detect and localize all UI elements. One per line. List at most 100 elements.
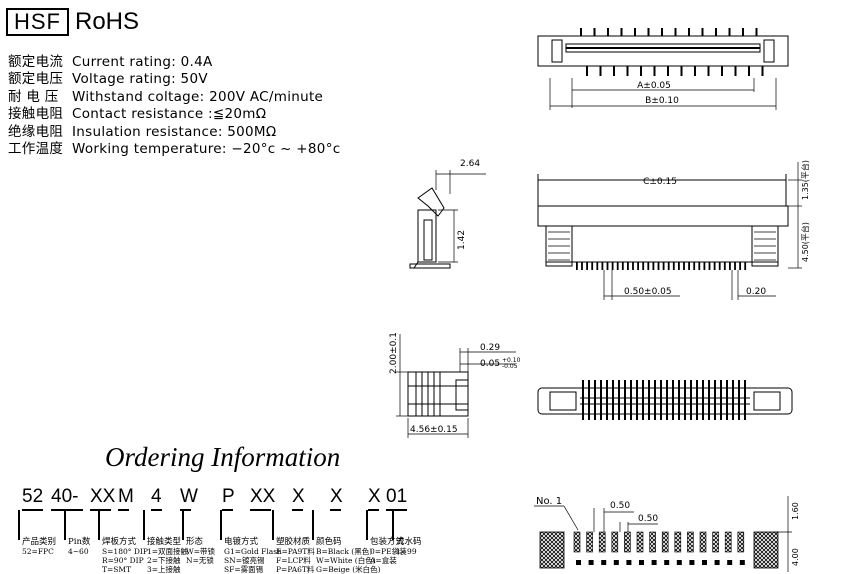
part-underline — [222, 509, 233, 511]
dim-side-height: 1.42 — [457, 230, 467, 250]
pin-front — [734, 262, 736, 270]
pad-small — [651, 560, 657, 565]
pad — [649, 531, 656, 553]
part-underline — [151, 509, 162, 511]
part-code: 01 — [386, 486, 408, 507]
leader-line — [272, 510, 274, 540]
pin-bottom — [680, 66, 683, 76]
leader-line — [312, 510, 314, 540]
pin-bottom-view — [648, 380, 650, 420]
pin-top — [701, 28, 704, 36]
pad — [598, 531, 606, 553]
pin-front — [723, 262, 726, 270]
pin-front — [652, 262, 655, 270]
pin-front — [683, 262, 685, 270]
pin-front — [739, 262, 741, 270]
leader-line — [143, 510, 145, 540]
legend-line: SF=雾面锡 — [224, 565, 264, 574]
legend-heading: 塑胶材质 — [276, 537, 311, 547]
pin-front — [586, 262, 588, 270]
pin-top — [755, 28, 758, 36]
front-view-drawing: C±0.15 1.35(平台) 4.50(平台) 0.50±0.05 0.20 — [537, 160, 810, 300]
pin-bottom — [734, 66, 737, 76]
legend-line: 2=下接触 — [147, 556, 181, 565]
part-underline — [51, 509, 83, 511]
pad — [674, 531, 682, 553]
pin-front — [611, 262, 614, 270]
pin-bottom-view — [744, 380, 746, 420]
pin-front — [601, 262, 604, 270]
part-underline — [386, 509, 407, 511]
leader-line — [366, 510, 368, 540]
legend-line: W=带锁 — [186, 547, 215, 556]
pad-small — [702, 560, 707, 565]
legend-heading: 产品类别 — [22, 537, 57, 547]
pin-bottom — [748, 66, 750, 76]
legend-line: R=90° DIP — [102, 556, 144, 565]
dim-pitch: 0.50±0.05 — [624, 287, 672, 297]
pad-small — [714, 560, 720, 565]
pin-front — [729, 262, 731, 270]
pin-front — [667, 262, 670, 270]
pad-small — [626, 560, 632, 565]
dim-side2-width: 4.56±0.15 — [410, 425, 458, 435]
pad-layout-drawing: No. 1 0.50 0.50 1.60 4.00 — [534, 496, 800, 572]
pin-front — [642, 262, 645, 270]
pin-bottom — [667, 66, 669, 76]
dim-side2-t1: 0.29 — [480, 343, 500, 353]
legend-line: B=Black (黑色) — [316, 547, 373, 556]
leader-line — [18, 510, 20, 540]
pin-top — [742, 28, 744, 36]
legend-line: G=Beige (米白色) — [316, 565, 381, 574]
pad — [687, 531, 694, 553]
pin-bottom-view — [612, 380, 614, 420]
pad-no1-label: No. 1 — [536, 496, 562, 507]
dim-c: C±0.15 — [643, 177, 677, 187]
legend-line: 4~60 — [68, 547, 89, 556]
pin-bottom-view — [726, 380, 728, 420]
pin-bottom — [626, 66, 629, 76]
pad-small — [676, 560, 682, 565]
legend-heading: 形态 — [186, 537, 204, 547]
part-code: 52 — [22, 486, 44, 507]
pin-front — [718, 262, 721, 270]
dim-a: A±0.05 — [637, 81, 671, 91]
pin-bottom — [586, 66, 588, 76]
legend-line: 0=PE袋装 — [370, 547, 407, 556]
leader-line — [182, 510, 184, 540]
pin-top — [634, 28, 636, 36]
legend-line: 3=上接触 — [147, 565, 181, 574]
bottom-view-drawing — [537, 380, 793, 420]
pad — [624, 531, 631, 553]
dim-side-top: 2.64 — [460, 159, 480, 169]
legend-line: N=无锁 — [186, 556, 214, 565]
pin-top — [688, 28, 690, 36]
pin-front — [744, 262, 747, 270]
pin-bottom-view — [654, 380, 656, 420]
pin-front — [606, 262, 609, 270]
pad-small — [664, 560, 670, 565]
pin-top — [715, 28, 717, 36]
pin-bottom — [613, 66, 615, 76]
pin-bottom — [653, 66, 656, 76]
part-code: 4 — [151, 486, 162, 507]
pin-bottom-view — [690, 380, 692, 420]
pin-front — [698, 262, 701, 270]
pin-front — [581, 262, 583, 270]
legend-line: E=PA9T料 — [276, 547, 315, 556]
pin-top — [593, 28, 596, 36]
legend-line: 52=FPC — [22, 547, 54, 556]
brand-header: HSF RoHS — [6, 8, 139, 36]
pin-top — [728, 28, 731, 36]
part-code: 40- — [51, 486, 79, 507]
legend-line: T=SMT — [102, 565, 132, 574]
pin-bottom-view — [606, 380, 608, 420]
legend-line: W=White (白色) — [316, 556, 376, 565]
